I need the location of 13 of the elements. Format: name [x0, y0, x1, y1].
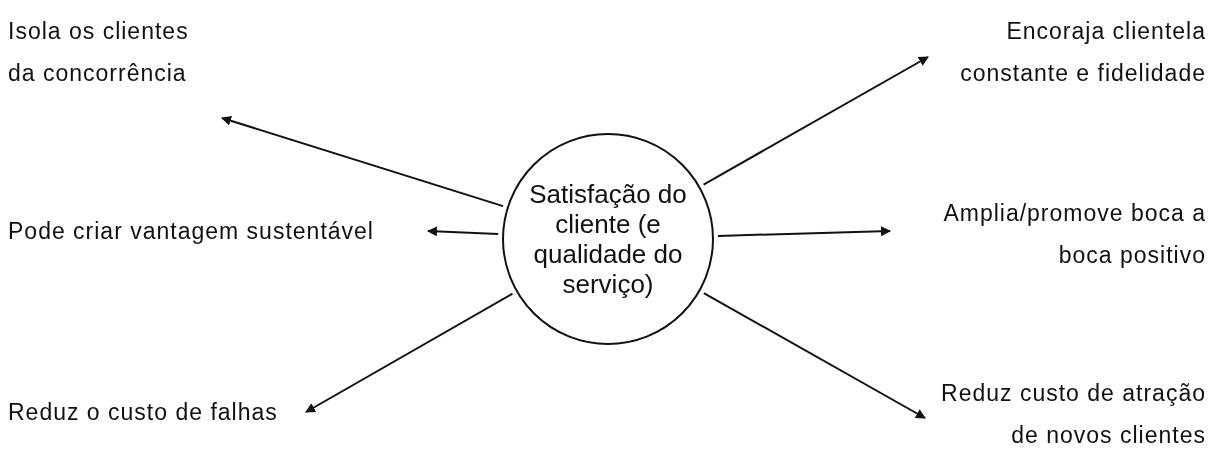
arrow	[702, 56, 929, 186]
outcome-label: Pode criar vantagem sustentável	[8, 210, 430, 252]
arrow	[716, 226, 891, 237]
arrow	[702, 292, 926, 419]
outcome-label: Reduz o custo de falhas	[8, 391, 308, 433]
outcome-label: Reduz custo de atração de novos clientes	[918, 372, 1206, 456]
arrow	[305, 292, 514, 413]
outcome-label: Encoraja clientela constante e fidelidade	[924, 10, 1206, 94]
arrow	[221, 115, 505, 208]
arrow	[427, 226, 500, 237]
outcome-label: Amplia/promove boca a boca positivo	[783, 192, 1206, 276]
outcome-label: Isola os clientes da concorrência	[8, 10, 208, 94]
circle-label: Satisfação do cliente (e qualidade do serviço)	[528, 179, 688, 299]
